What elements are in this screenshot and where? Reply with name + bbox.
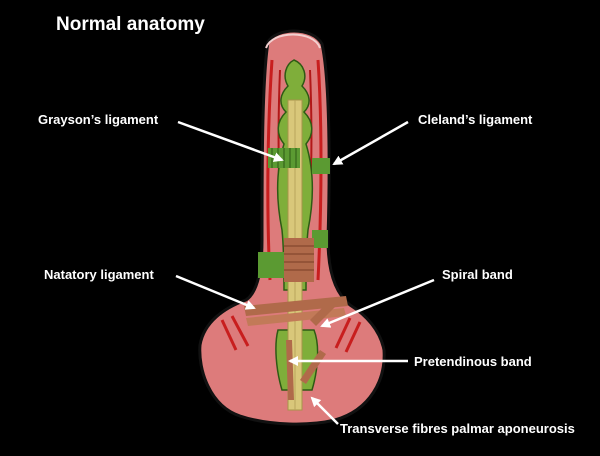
green-band-right-lower xyxy=(312,230,328,248)
palm-vessel-left xyxy=(220,319,238,351)
transverse-fibres xyxy=(300,350,326,384)
arrow-graysons xyxy=(177,120,284,162)
spiral-band-upper xyxy=(284,238,314,282)
spiral-band xyxy=(310,300,336,326)
label-graysons-ligament: Grayson’s ligament xyxy=(38,112,159,127)
clelands-ligament-band xyxy=(312,158,330,174)
palm-vessel-left-2 xyxy=(230,315,250,347)
tissue-outline-highlight xyxy=(265,33,321,49)
label-spiral-band: Spiral band xyxy=(442,267,513,282)
arrow-transverse xyxy=(310,396,339,425)
label-natatory-ligament: Natatory ligament xyxy=(44,267,154,282)
arrow-natatory xyxy=(175,274,256,310)
label-pretendinous-band: Pretendinous band xyxy=(414,354,532,369)
arrow-clelands xyxy=(332,120,409,166)
pretendinous-band xyxy=(286,340,294,400)
arrow-spiral xyxy=(320,278,435,328)
label-clelands-ligament: Cleland’s ligament xyxy=(418,112,533,127)
label-transverse-fibres: Transverse fibres palmar aponeurosis xyxy=(340,421,575,436)
green-band-left-lower xyxy=(258,252,288,278)
palm-vessel-right-2 xyxy=(334,317,352,349)
diagram-title: Normal anatomy xyxy=(56,14,205,35)
palm-vessel-right xyxy=(344,321,362,353)
natatory-ligament-band xyxy=(244,296,348,316)
